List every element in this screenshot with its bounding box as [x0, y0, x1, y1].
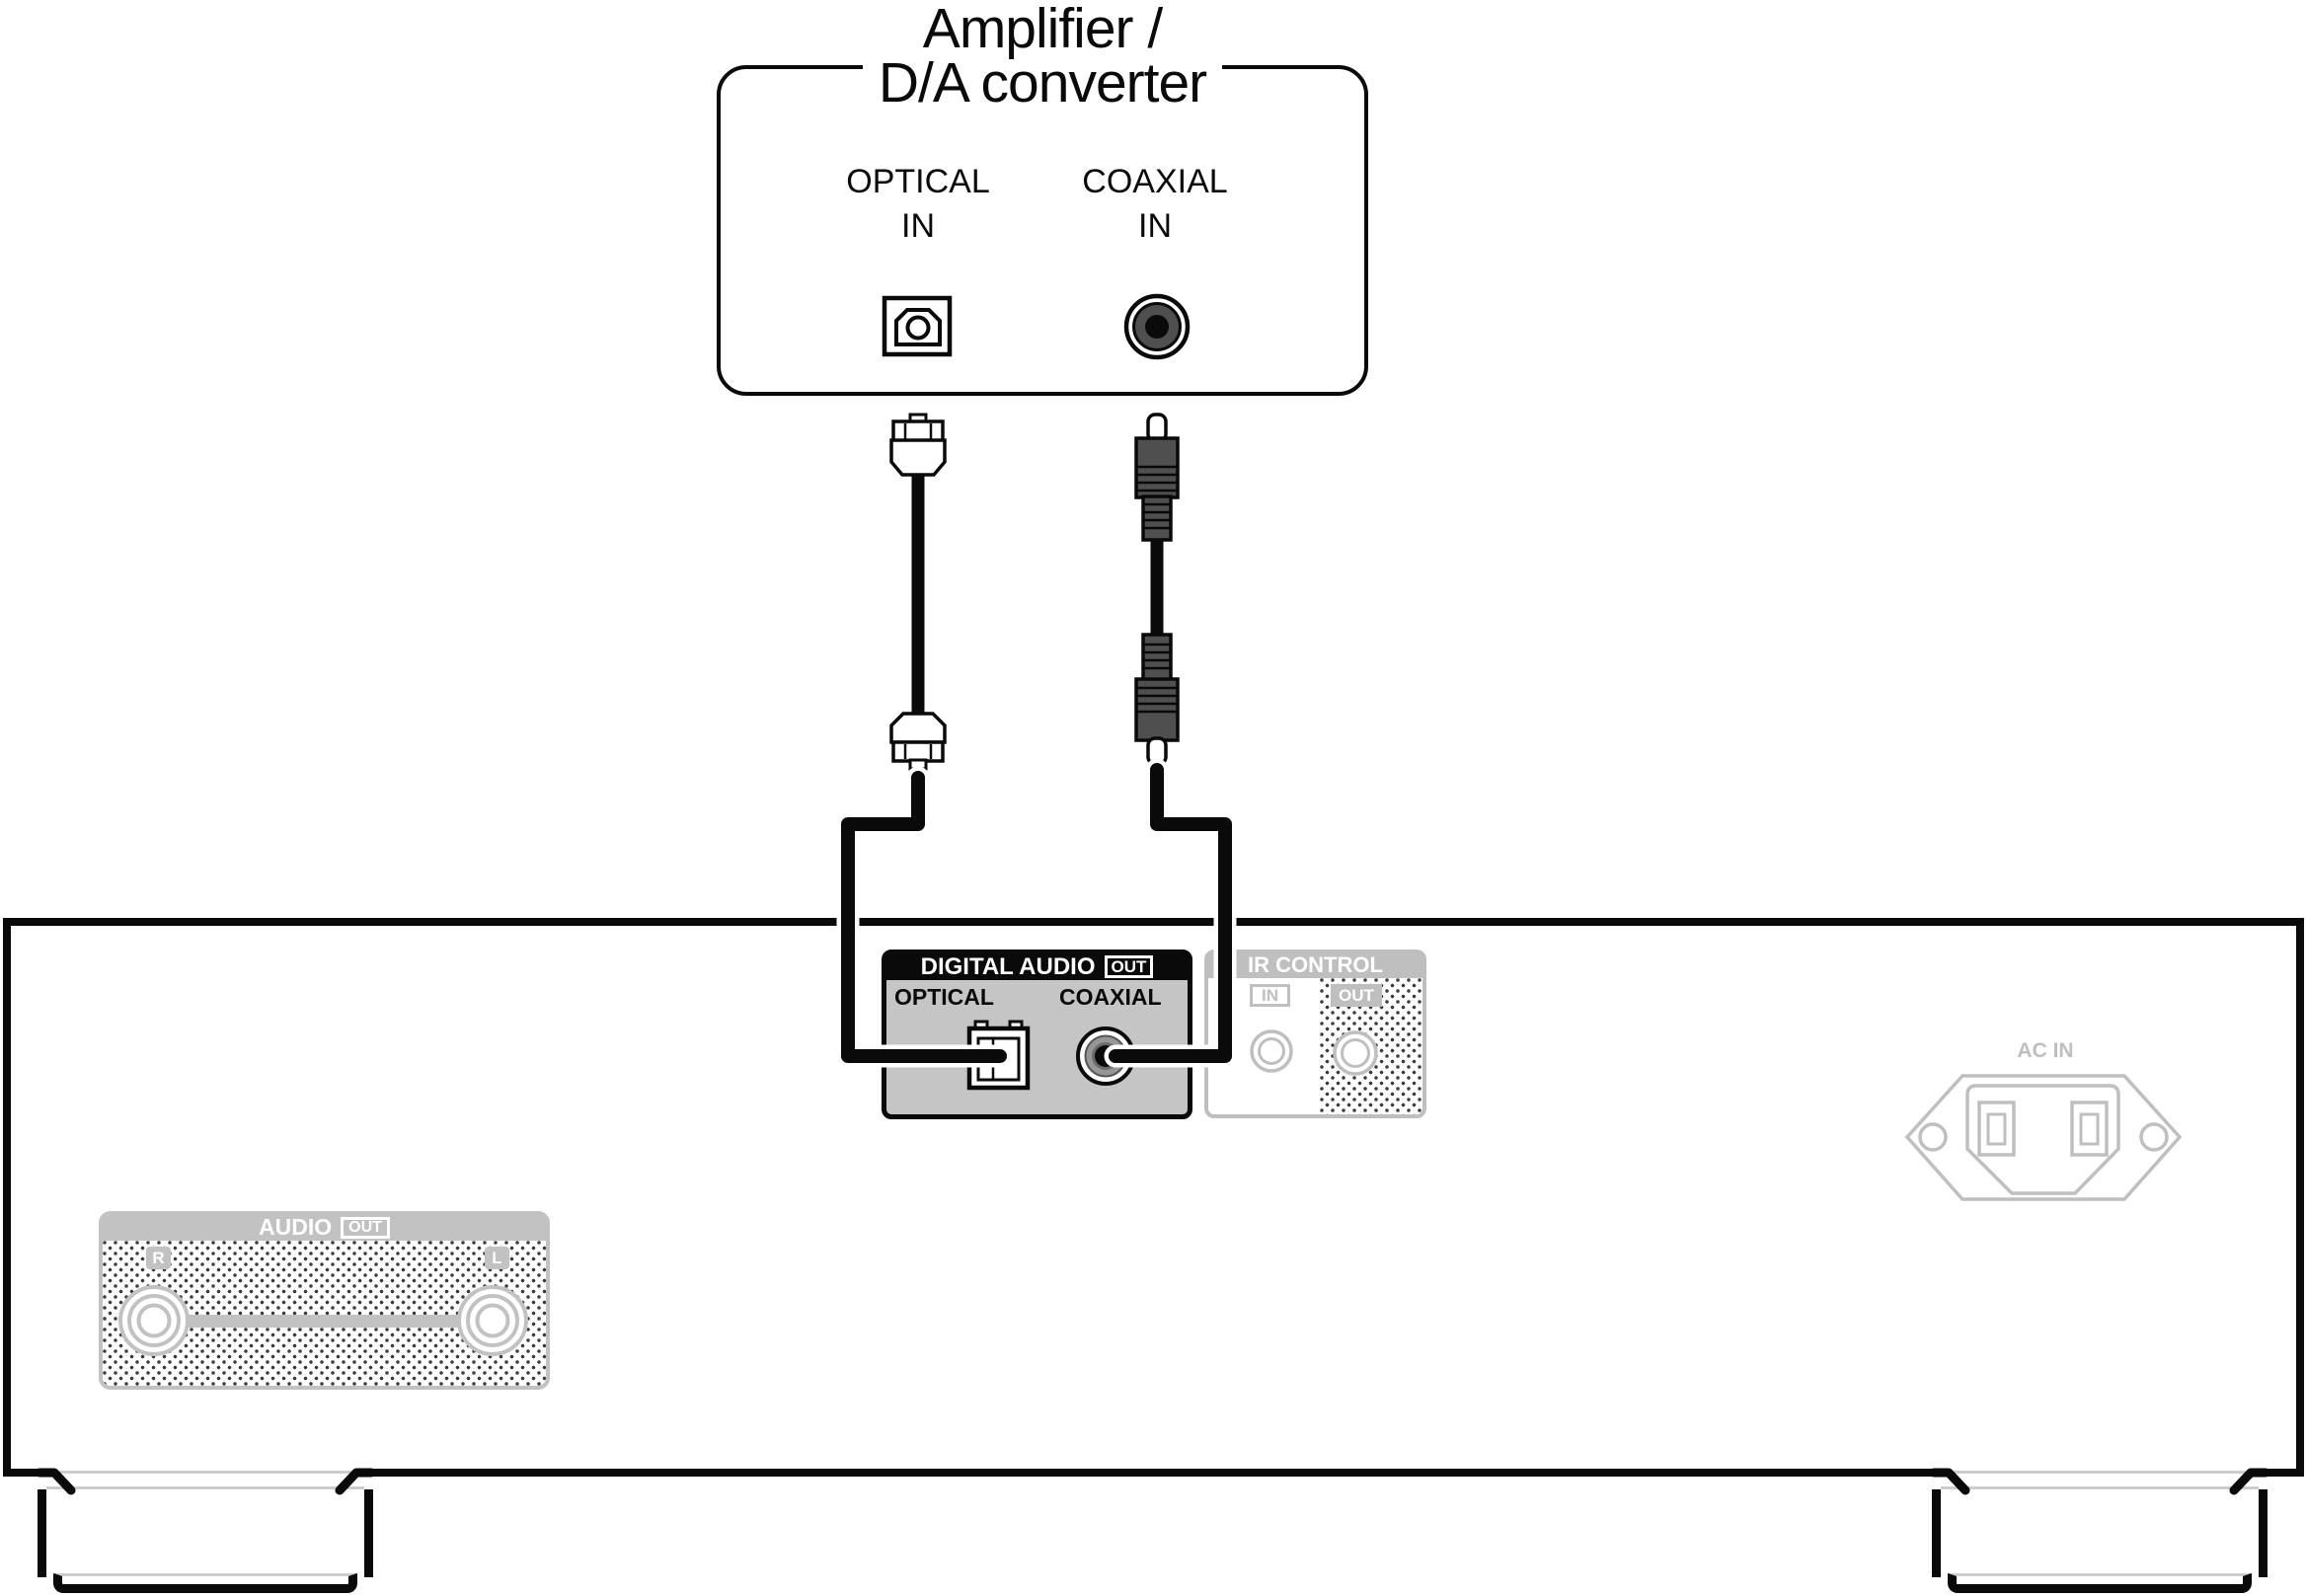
left-foot [38, 1465, 373, 1596]
audio-left-channel-badge: L [485, 1247, 509, 1269]
optical-cable [889, 413, 947, 771]
digital-audio-out-header: DIGITAL AUDIO OUT [885, 953, 1189, 980]
left-foot-base [53, 1573, 357, 1593]
audio-out-header: AUDIO OUT [102, 1214, 547, 1241]
audio-out-panel: AUDIO OUT R L [99, 1211, 550, 1390]
audio-out-badge: OUT [341, 1216, 390, 1239]
optical-out-label: OPTICAL [894, 984, 994, 1010]
audio-right-channel-badge: R [146, 1247, 171, 1269]
coaxial-out-label: COAXIAL [1059, 984, 1162, 1010]
right-foot [1932, 1465, 2268, 1596]
amp-optical-in-label: OPTICAL IN [846, 163, 990, 245]
ir-out-badge: OUT [1331, 984, 1382, 1007]
audio-header-text: AUDIO [259, 1214, 333, 1240]
ir-control-panel: IR CONTROL IN OUT [1204, 950, 1426, 1118]
ir-in-badge: IN [1250, 984, 1290, 1007]
ir-control-header: IR CONTROL [1207, 952, 1423, 978]
right-foot-base [1948, 1573, 2252, 1593]
amp-coaxial-in-label: COAXIAL IN [1082, 163, 1228, 245]
digital-audio-out-badge: OUT [1104, 955, 1154, 978]
digital-audio-out-panel: DIGITAL AUDIO OUT OPTICAL COAXIAL [882, 950, 1192, 1119]
coaxial-cable [1134, 413, 1180, 766]
right-foot-body [1932, 1489, 2268, 1577]
left-foot-seam [52, 1465, 358, 1483]
digital-audio-header-text: DIGITAL AUDIO [920, 952, 1096, 980]
ac-in-label: AC IN [2017, 1039, 2074, 1062]
amplifier-title: Amplifier / D/A converter [717, 1, 1368, 112]
right-foot-seam [1947, 1465, 2253, 1483]
amplifier-title-text: Amplifier / D/A converter [862, 1, 1223, 112]
left-foot-body [38, 1489, 373, 1577]
